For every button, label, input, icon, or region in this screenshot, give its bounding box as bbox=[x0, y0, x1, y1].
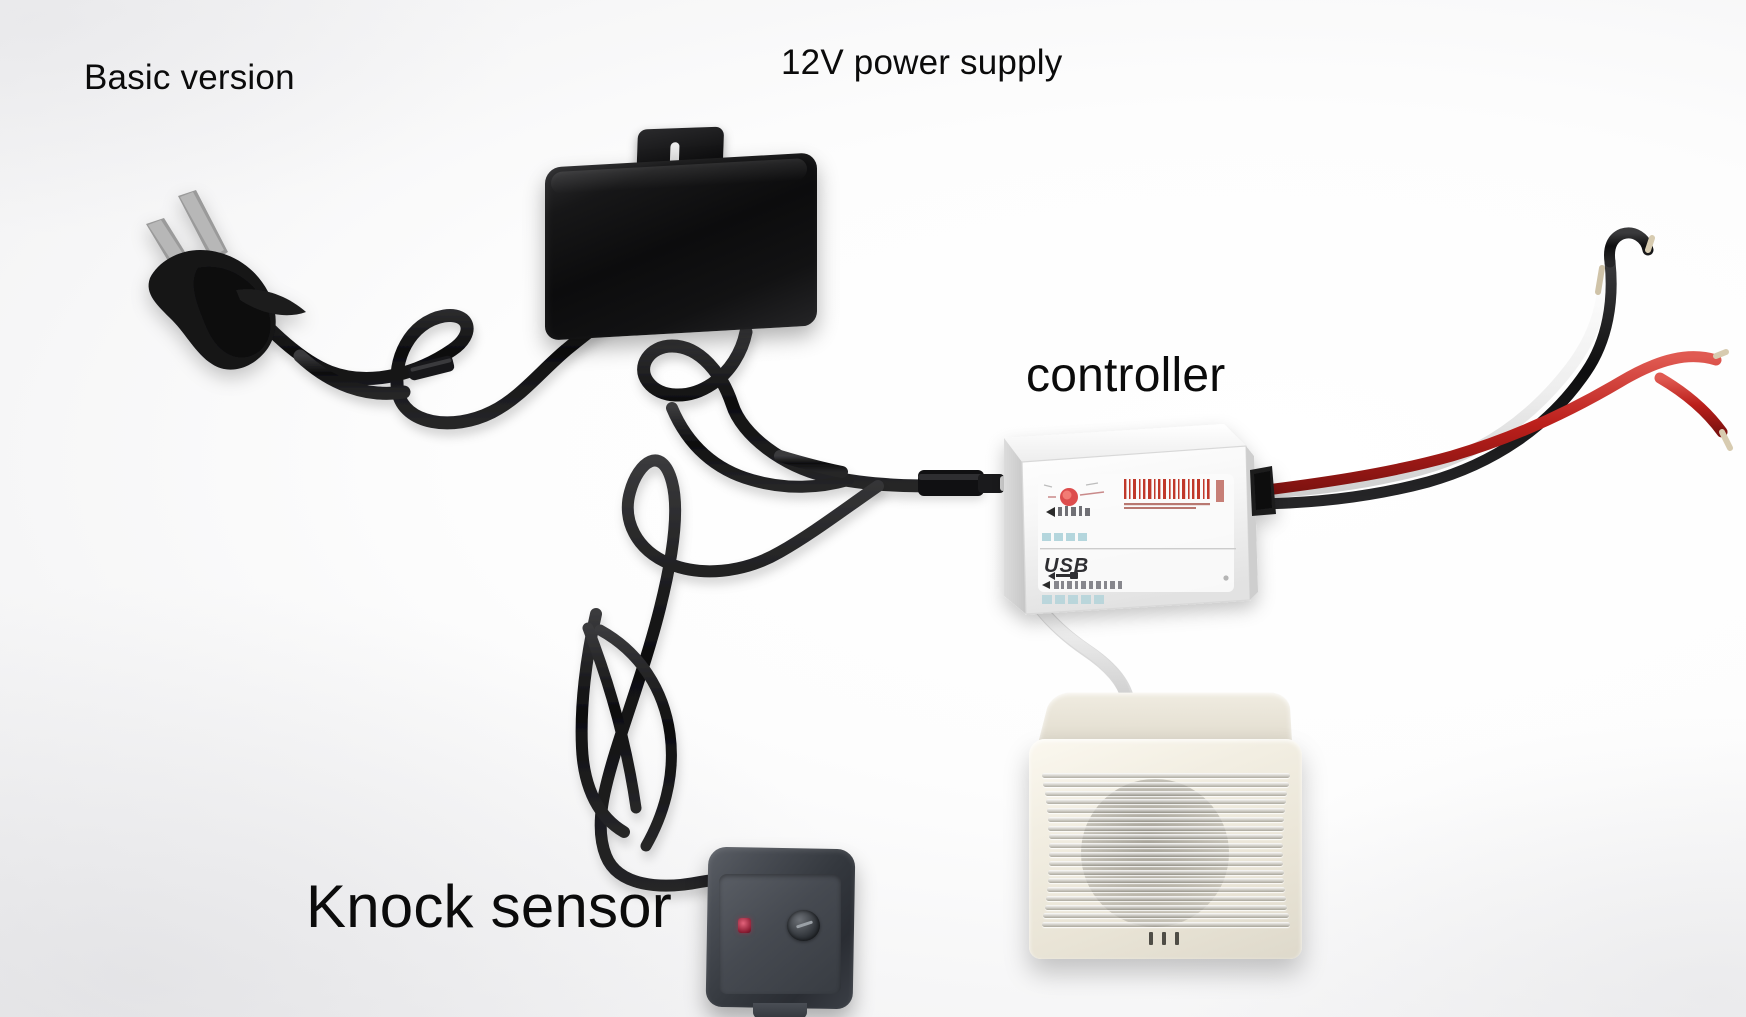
cable-tie bbox=[407, 355, 455, 381]
siren-speaker bbox=[1029, 687, 1302, 959]
siren-grille-slat bbox=[1047, 878, 1285, 884]
label-knock-sensor: Knock sensor bbox=[306, 873, 672, 940]
power-supply-body bbox=[545, 152, 817, 341]
label-controller: controller bbox=[1026, 349, 1226, 402]
knock-sensor-sensitivity-dial[interactable] bbox=[787, 910, 820, 941]
siren-grille-slat bbox=[1042, 922, 1290, 928]
dc-power-cable bbox=[637, 325, 983, 493]
siren-grille-slat bbox=[1047, 816, 1285, 822]
controller-device: USB bbox=[1004, 424, 1276, 615]
knock-sensor-led bbox=[738, 918, 751, 933]
siren-grille-slat bbox=[1043, 781, 1289, 787]
siren-grille-slat bbox=[1046, 808, 1286, 814]
power-supply-adapter bbox=[545, 126, 817, 341]
siren-grille bbox=[1042, 773, 1290, 931]
siren-grille-slat bbox=[1048, 869, 1284, 875]
siren-grille-slat bbox=[1048, 834, 1284, 840]
ac-mains-cable bbox=[229, 285, 621, 430]
siren-grille-slat bbox=[1048, 852, 1284, 857]
knock-sensor-device bbox=[705, 846, 856, 1017]
barcode bbox=[1124, 479, 1210, 499]
output-harness bbox=[1240, 227, 1733, 510]
siren-grille-slat bbox=[1044, 790, 1288, 796]
siren-grille-slat bbox=[1045, 895, 1287, 901]
siren-grille-slat bbox=[1043, 913, 1289, 919]
label-power-supply: 12V power supply bbox=[781, 43, 1063, 82]
siren-front-face bbox=[1029, 739, 1302, 959]
siren-grille-slat bbox=[1048, 860, 1284, 866]
ac-plug bbox=[146, 190, 306, 370]
svg-text:USB: USB bbox=[1044, 555, 1089, 577]
siren-screws bbox=[1149, 932, 1179, 945]
usb-wordmark: USB bbox=[1044, 555, 1089, 580]
siren-grille-slat bbox=[1048, 825, 1284, 831]
siren-grille-slat bbox=[1046, 887, 1286, 893]
siren-grille-slat bbox=[1042, 773, 1290, 778]
siren-grille-slat bbox=[1044, 904, 1288, 910]
siren-grille-slat bbox=[1045, 799, 1287, 805]
label-basic-version: Basic version bbox=[84, 58, 295, 97]
siren-grille-slat bbox=[1048, 843, 1284, 849]
